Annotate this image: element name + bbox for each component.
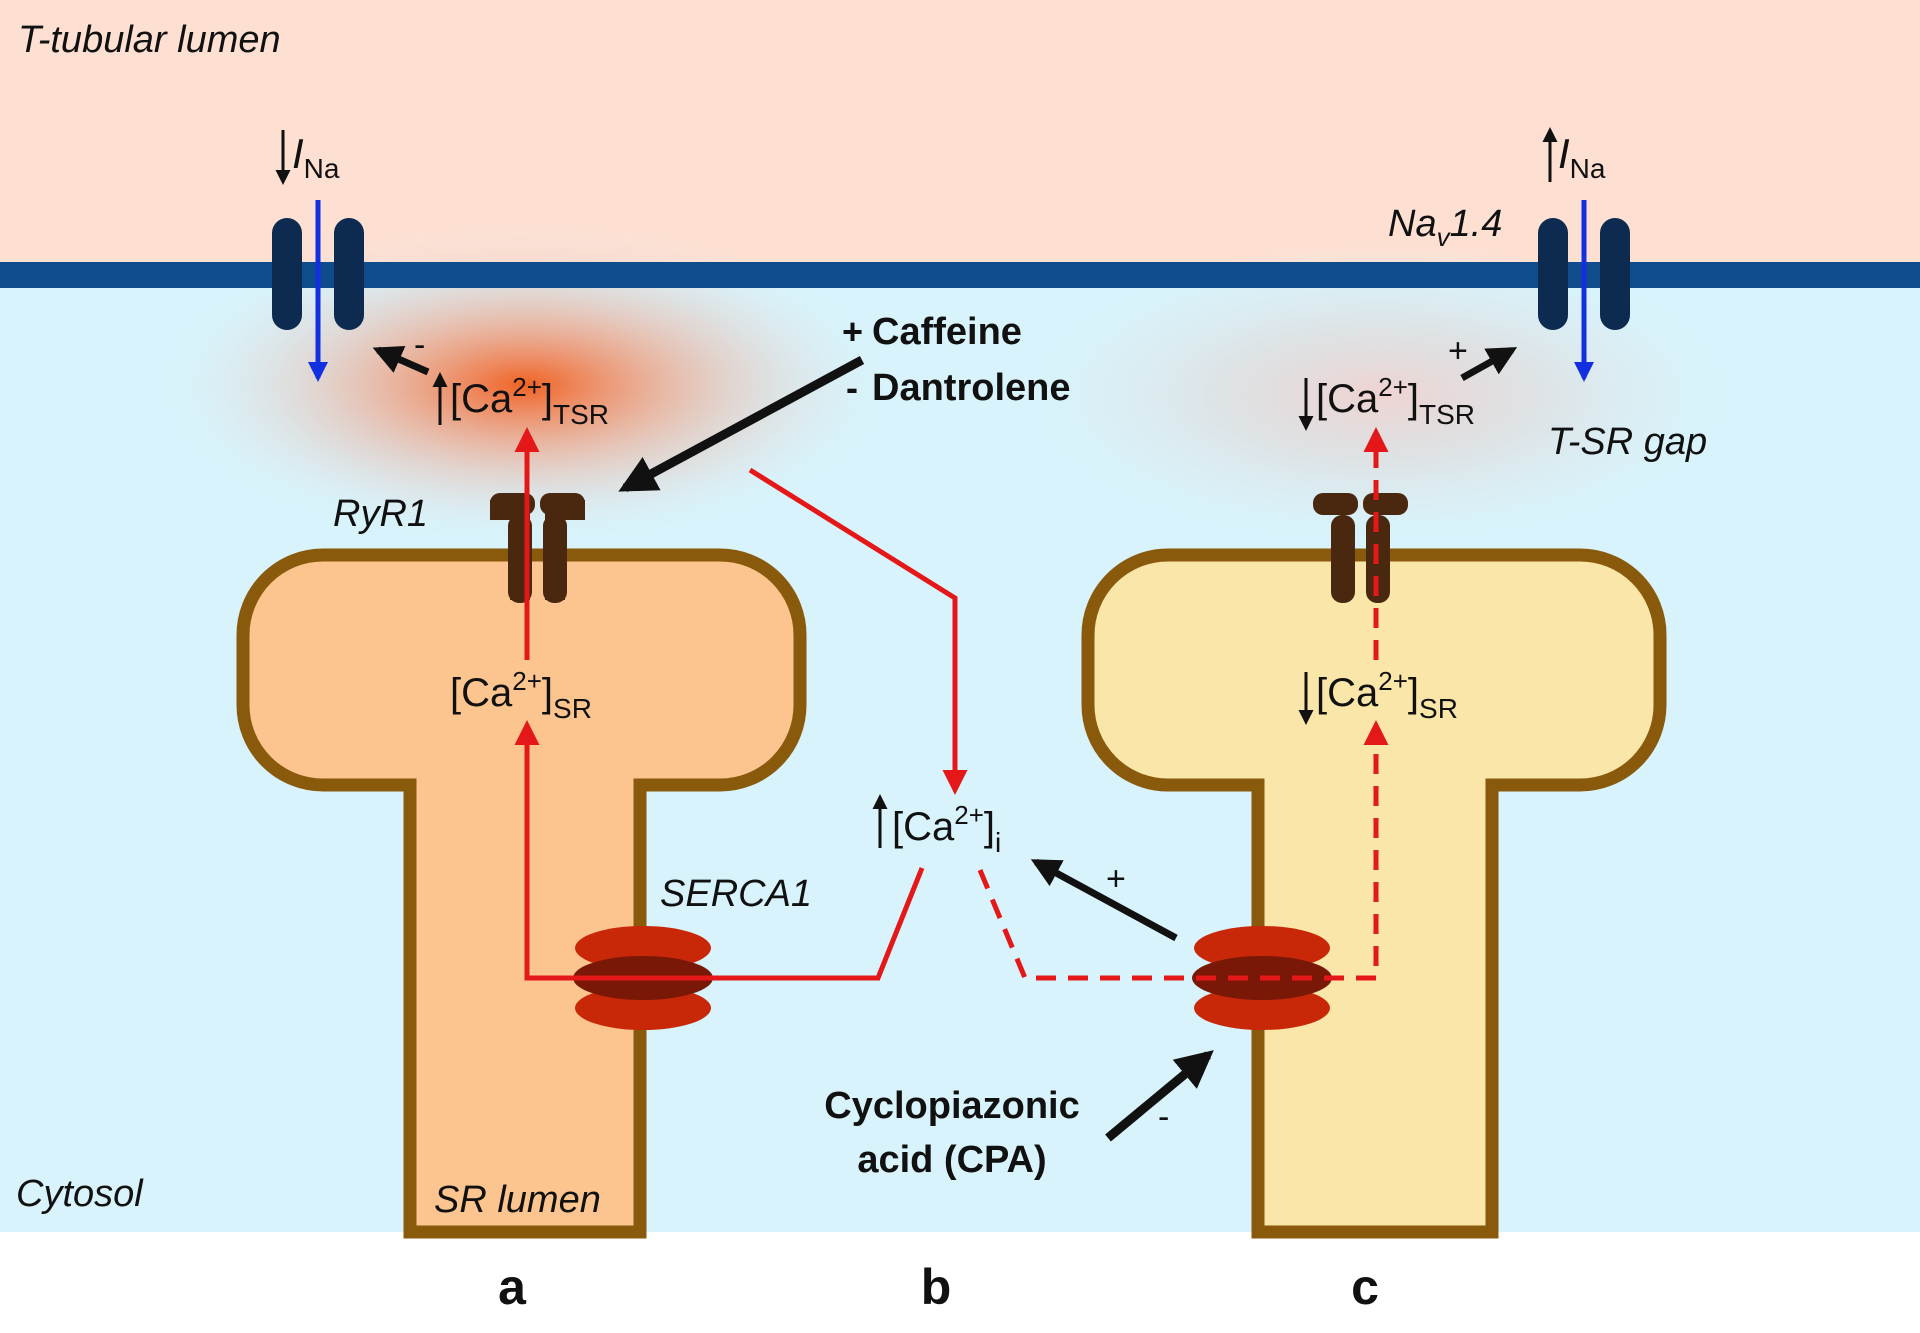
ryr1-left	[490, 493, 585, 603]
t-sr-gap-label: T-SR gap	[1548, 421, 1707, 463]
caffeine-sign: +	[842, 311, 863, 352]
serca-activation-arrow	[1030, 858, 1178, 942]
ca-inhibits-nav-arrow	[372, 346, 430, 376]
ina-label-left: INa	[292, 130, 340, 184]
ina-label-right: INa	[1558, 130, 1606, 184]
cpa-label-line1: Cyclopiazonic	[824, 1085, 1080, 1127]
serca1-right	[1192, 926, 1332, 1030]
dantrolene-label: Dantrolene	[872, 367, 1070, 409]
serca1-left	[573, 926, 713, 1030]
t-tubular-lumen-label: T-tubular lumen	[18, 19, 281, 61]
sr-lumen-label: SR lumen	[434, 1179, 601, 1221]
cpa-inhibition-sign: -	[1158, 1098, 1169, 1136]
sr-left-outline	[236, 548, 807, 1239]
drug-arrow	[618, 356, 865, 492]
ca-sr-label-left: [Ca2+]SR	[450, 666, 592, 724]
ca-sr-label-right: [Ca2+]SR	[1316, 666, 1458, 724]
dantrolene-sign: -	[846, 367, 858, 408]
ca-activates-nav-arrow	[1460, 346, 1518, 382]
ryr1-label: RyR1	[333, 493, 428, 535]
caffeine-label: Caffeine	[872, 311, 1022, 353]
nav-channel-left	[272, 200, 364, 382]
ca-tsr-label-right: [Ca2+]TSR	[1316, 372, 1475, 430]
ca-leak-path	[748, 467, 968, 795]
ca-tsr-label-left: [Ca2+]TSR	[450, 372, 609, 430]
ca-uptake-path-right	[977, 720, 1389, 981]
ca-activates-nav-sign: +	[1448, 332, 1468, 370]
panel-label-b: b	[921, 1259, 952, 1315]
ca-uptake-path-left	[514, 720, 925, 981]
nav-channel-right	[1538, 200, 1630, 382]
cpa-label-line2: acid (CPA)	[857, 1139, 1046, 1181]
ca-inhibits-nav-sign: -	[414, 326, 425, 364]
ca-i-label: [Ca2+]i	[892, 800, 1001, 858]
panel-label-a: a	[498, 1259, 527, 1315]
panel-label-c: c	[1351, 1259, 1379, 1315]
serca1-label: SERCA1	[660, 873, 812, 915]
nav14-label: Nav1.4	[1388, 203, 1502, 252]
cpa-arrow	[1105, 1050, 1214, 1142]
cytosol-label: Cytosol	[16, 1173, 144, 1215]
bottom-strip	[0, 1232, 1920, 1333]
serca-activation-sign: +	[1106, 860, 1126, 898]
